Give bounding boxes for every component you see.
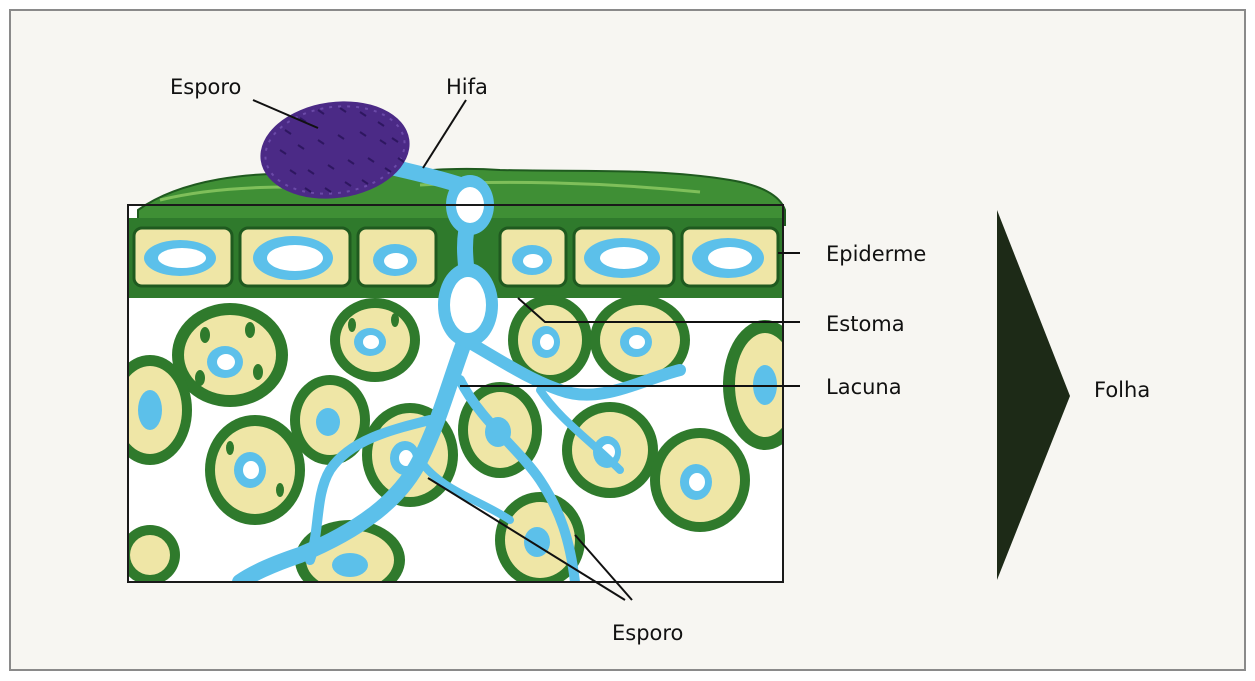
epidermis-cell <box>500 228 566 286</box>
epidermis-cell <box>358 228 436 286</box>
label-epidermis: Epiderme <box>826 242 926 266</box>
label-spore-top: Esporo <box>170 75 241 99</box>
epidermis-cell <box>574 228 674 286</box>
epidermis-cell <box>134 228 232 286</box>
mesophyll-cell <box>330 298 420 382</box>
label-hypha: Hifa <box>446 75 488 99</box>
mesophyll-cell <box>562 402 658 498</box>
epidermis-cell <box>240 228 350 286</box>
label-spore-bottom: Esporo <box>612 621 683 645</box>
epidermis-cell <box>682 228 778 286</box>
mesophyll-cell <box>650 428 750 532</box>
label-lacuna: Lacuna <box>826 375 902 399</box>
mesophyll-cell <box>290 375 370 465</box>
label-stoma: Estoma <box>826 312 905 336</box>
mesophyll-cell <box>205 415 305 525</box>
label-leaf: Folha <box>1094 378 1150 402</box>
